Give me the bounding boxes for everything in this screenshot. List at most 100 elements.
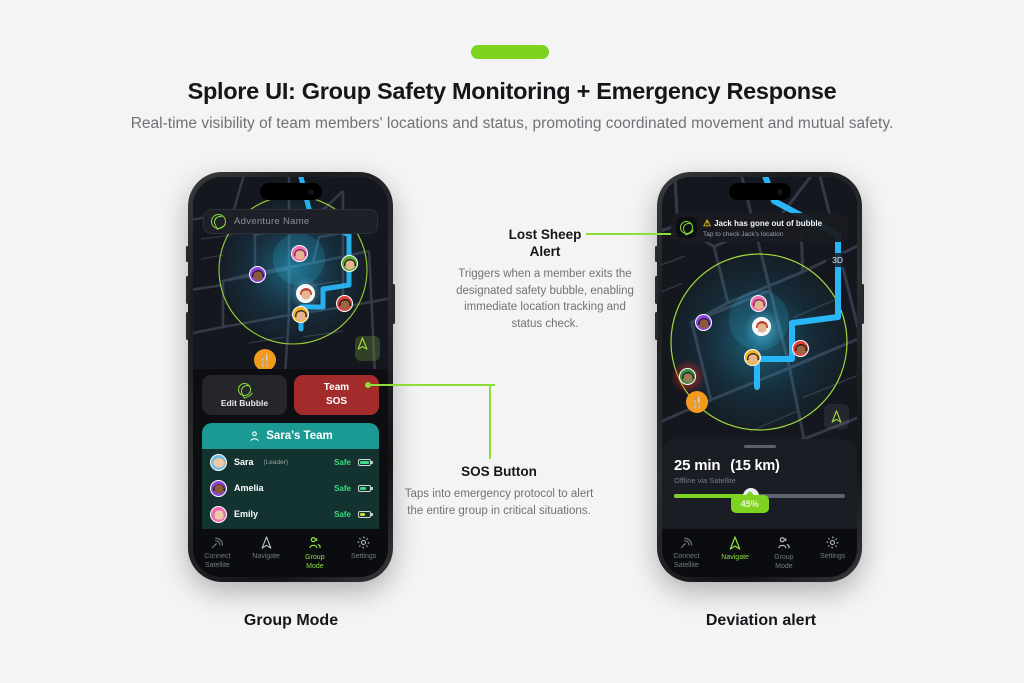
- annotation-sos-button: SOS Button Taps into emergency protocol …: [404, 463, 594, 519]
- tab-label: Group Mode: [305, 554, 325, 570]
- battery-icon: [358, 510, 373, 518]
- left-map[interactable]: 🍴: [193, 177, 388, 369]
- team-sos-button[interactable]: Team SOS: [294, 375, 379, 415]
- search-placeholder: Adventure Name: [234, 216, 310, 227]
- bottom-tab-bar: Connect Satellite Navigate Group Mode: [193, 529, 388, 577]
- notch: [728, 183, 791, 200]
- header-accent-pill: [471, 45, 549, 59]
- team-card-header[interactable]: Sara's Team: [202, 423, 379, 449]
- tab-label: Connect Satellite: [673, 553, 700, 569]
- status-badge: Safe: [334, 483, 351, 493]
- notch: [259, 183, 322, 200]
- annotation-title: SOS Button: [461, 464, 537, 479]
- tab-label: Settings: [350, 553, 377, 560]
- member-name: Emily: [234, 509, 259, 519]
- tab-label: Settings: [819, 553, 846, 560]
- satellite-icon: [211, 537, 223, 549]
- map-pin-self[interactable]: [752, 317, 771, 336]
- bubble-ring-icon: [238, 382, 251, 396]
- team-sos-label-1: Team: [323, 382, 350, 393]
- edit-bubble-label: Edit Bubble: [220, 397, 269, 408]
- page-title: Splore UI: Group Safety Monitoring + Eme…: [187, 78, 837, 104]
- tab-group-mode[interactable]: Group Mode: [291, 535, 340, 571]
- table-row[interactable]: Sara (Leader) Safe: [202, 449, 379, 475]
- annotation-lost-sheep-alert: Lost Sheep Alert Triggers when a member …: [455, 226, 635, 332]
- status-badge: Safe: [334, 509, 351, 519]
- tab-settings[interactable]: Settings: [339, 535, 388, 562]
- team-sos-label-2: SOS: [325, 396, 348, 407]
- alert-title: Jack has gone out of bubble: [714, 218, 823, 228]
- tab-group-mode[interactable]: Group Mode: [760, 535, 809, 571]
- map-pin-member[interactable]: [341, 255, 358, 272]
- tab-navigate[interactable]: Navigate: [711, 535, 760, 563]
- eta-row: 25 min (15 km): [674, 457, 845, 474]
- right-phone-screen: 🍴 3D ⚠ Jack has gone out of bubble Tap t…: [662, 177, 857, 577]
- map-pin-member[interactable]: [336, 295, 353, 312]
- tab-label: Group Mode: [774, 554, 794, 570]
- member-role: (Leader): [263, 458, 289, 466]
- map-pin-out-of-bubble[interactable]: [679, 368, 696, 385]
- tab-connect-satellite[interactable]: Connect Satellite: [193, 535, 242, 570]
- table-row[interactable]: Emily Safe: [202, 501, 379, 527]
- progress-fill: [674, 494, 751, 498]
- phone-mockup-group-mode: 🍴 Adventure Name Edit Bubble Team SOS: [186, 172, 395, 582]
- right-phone-caption: Deviation alert: [705, 612, 817, 629]
- people-icon: [250, 430, 259, 441]
- connector-lost-sheep: [586, 231, 683, 237]
- restaurant-pin-icon[interactable]: 🍴: [254, 349, 276, 369]
- splore-logo-icon: [211, 214, 226, 229]
- group-mode-icon: [309, 537, 321, 549]
- map-pin-self[interactable]: [296, 284, 315, 303]
- route-info-sheet: 25 min (15 km) Offline via Satellite 45%: [662, 439, 857, 529]
- member-name: Sara: [234, 457, 254, 467]
- annotation-body: Triggers when a member exits the designa…: [456, 268, 634, 330]
- left-phone-caption: Group Mode: [243, 612, 339, 629]
- satellite-icon: [680, 537, 692, 549]
- page-subtitle: Real-time visibility of team members' lo…: [130, 115, 894, 132]
- map-pin-member[interactable]: [695, 314, 712, 331]
- edit-bubble-button[interactable]: Edit Bubble: [202, 375, 287, 415]
- search-input[interactable]: Adventure Name: [203, 209, 378, 234]
- annotation-title: Lost Sheep Alert: [508, 227, 582, 259]
- map-3d-toggle[interactable]: 3D: [826, 253, 849, 267]
- progress-percent-badge: 45%: [730, 495, 769, 513]
- map-pin-member[interactable]: [792, 340, 809, 357]
- table-row[interactable]: Amelia Safe: [202, 475, 379, 501]
- map-pin-member[interactable]: [292, 306, 309, 323]
- phone-mockup-deviation-alert: 🍴 3D ⚠ Jack has gone out of bubble Tap t…: [655, 172, 864, 582]
- left-phone-screen: 🍴 Adventure Name Edit Bubble Team SOS: [193, 177, 388, 577]
- recenter-button[interactable]: [824, 404, 849, 429]
- map-pin-member[interactable]: [744, 349, 761, 366]
- annotation-body: Taps into emergency protocol to alert th…: [404, 488, 594, 517]
- gear-icon: [357, 536, 370, 549]
- map-pin-member[interactable]: [750, 295, 767, 312]
- map-pin-member[interactable]: [291, 245, 308, 262]
- bottom-tab-bar: Connect Satellite Navigate Group Mode: [662, 529, 857, 577]
- team-card: Sara's Team Sara (Leader) Safe Amelia Sa…: [202, 423, 379, 529]
- navigate-arrow-icon: [729, 536, 741, 550]
- gear-icon: [826, 536, 839, 549]
- compass-button[interactable]: [355, 336, 380, 361]
- eta-time: 25 min: [674, 457, 721, 474]
- lost-sheep-alert-banner[interactable]: ⚠ Jack has gone out of bubble Tap to che…: [671, 213, 848, 242]
- warning-triangle-icon: ⚠: [703, 217, 712, 228]
- tab-label: Navigate: [721, 554, 749, 561]
- map-pin-member[interactable]: [249, 266, 266, 283]
- avatar: [210, 505, 227, 523]
- battery-icon: [358, 484, 373, 492]
- tab-label: Connect Satellite: [204, 553, 231, 569]
- tab-settings[interactable]: Settings: [808, 535, 857, 562]
- tab-navigate[interactable]: Navigate: [242, 535, 291, 562]
- navigate-arrow-icon: [261, 536, 272, 549]
- connector-sos-button: [365, 382, 495, 459]
- battery-icon: [358, 458, 373, 466]
- action-row: Edit Bubble Team SOS: [202, 375, 379, 415]
- status-badge: Safe: [334, 457, 351, 467]
- group-mode-icon: [778, 537, 790, 549]
- member-name: Amelia: [234, 483, 264, 493]
- tab-connect-satellite[interactable]: Connect Satellite: [662, 535, 711, 570]
- alert-subtitle: Tap to check Jack's location: [703, 230, 784, 238]
- eta-distance: (15 km): [730, 458, 780, 474]
- sheet-grabber[interactable]: [743, 445, 776, 448]
- restaurant-pin-icon[interactable]: 🍴: [686, 391, 708, 413]
